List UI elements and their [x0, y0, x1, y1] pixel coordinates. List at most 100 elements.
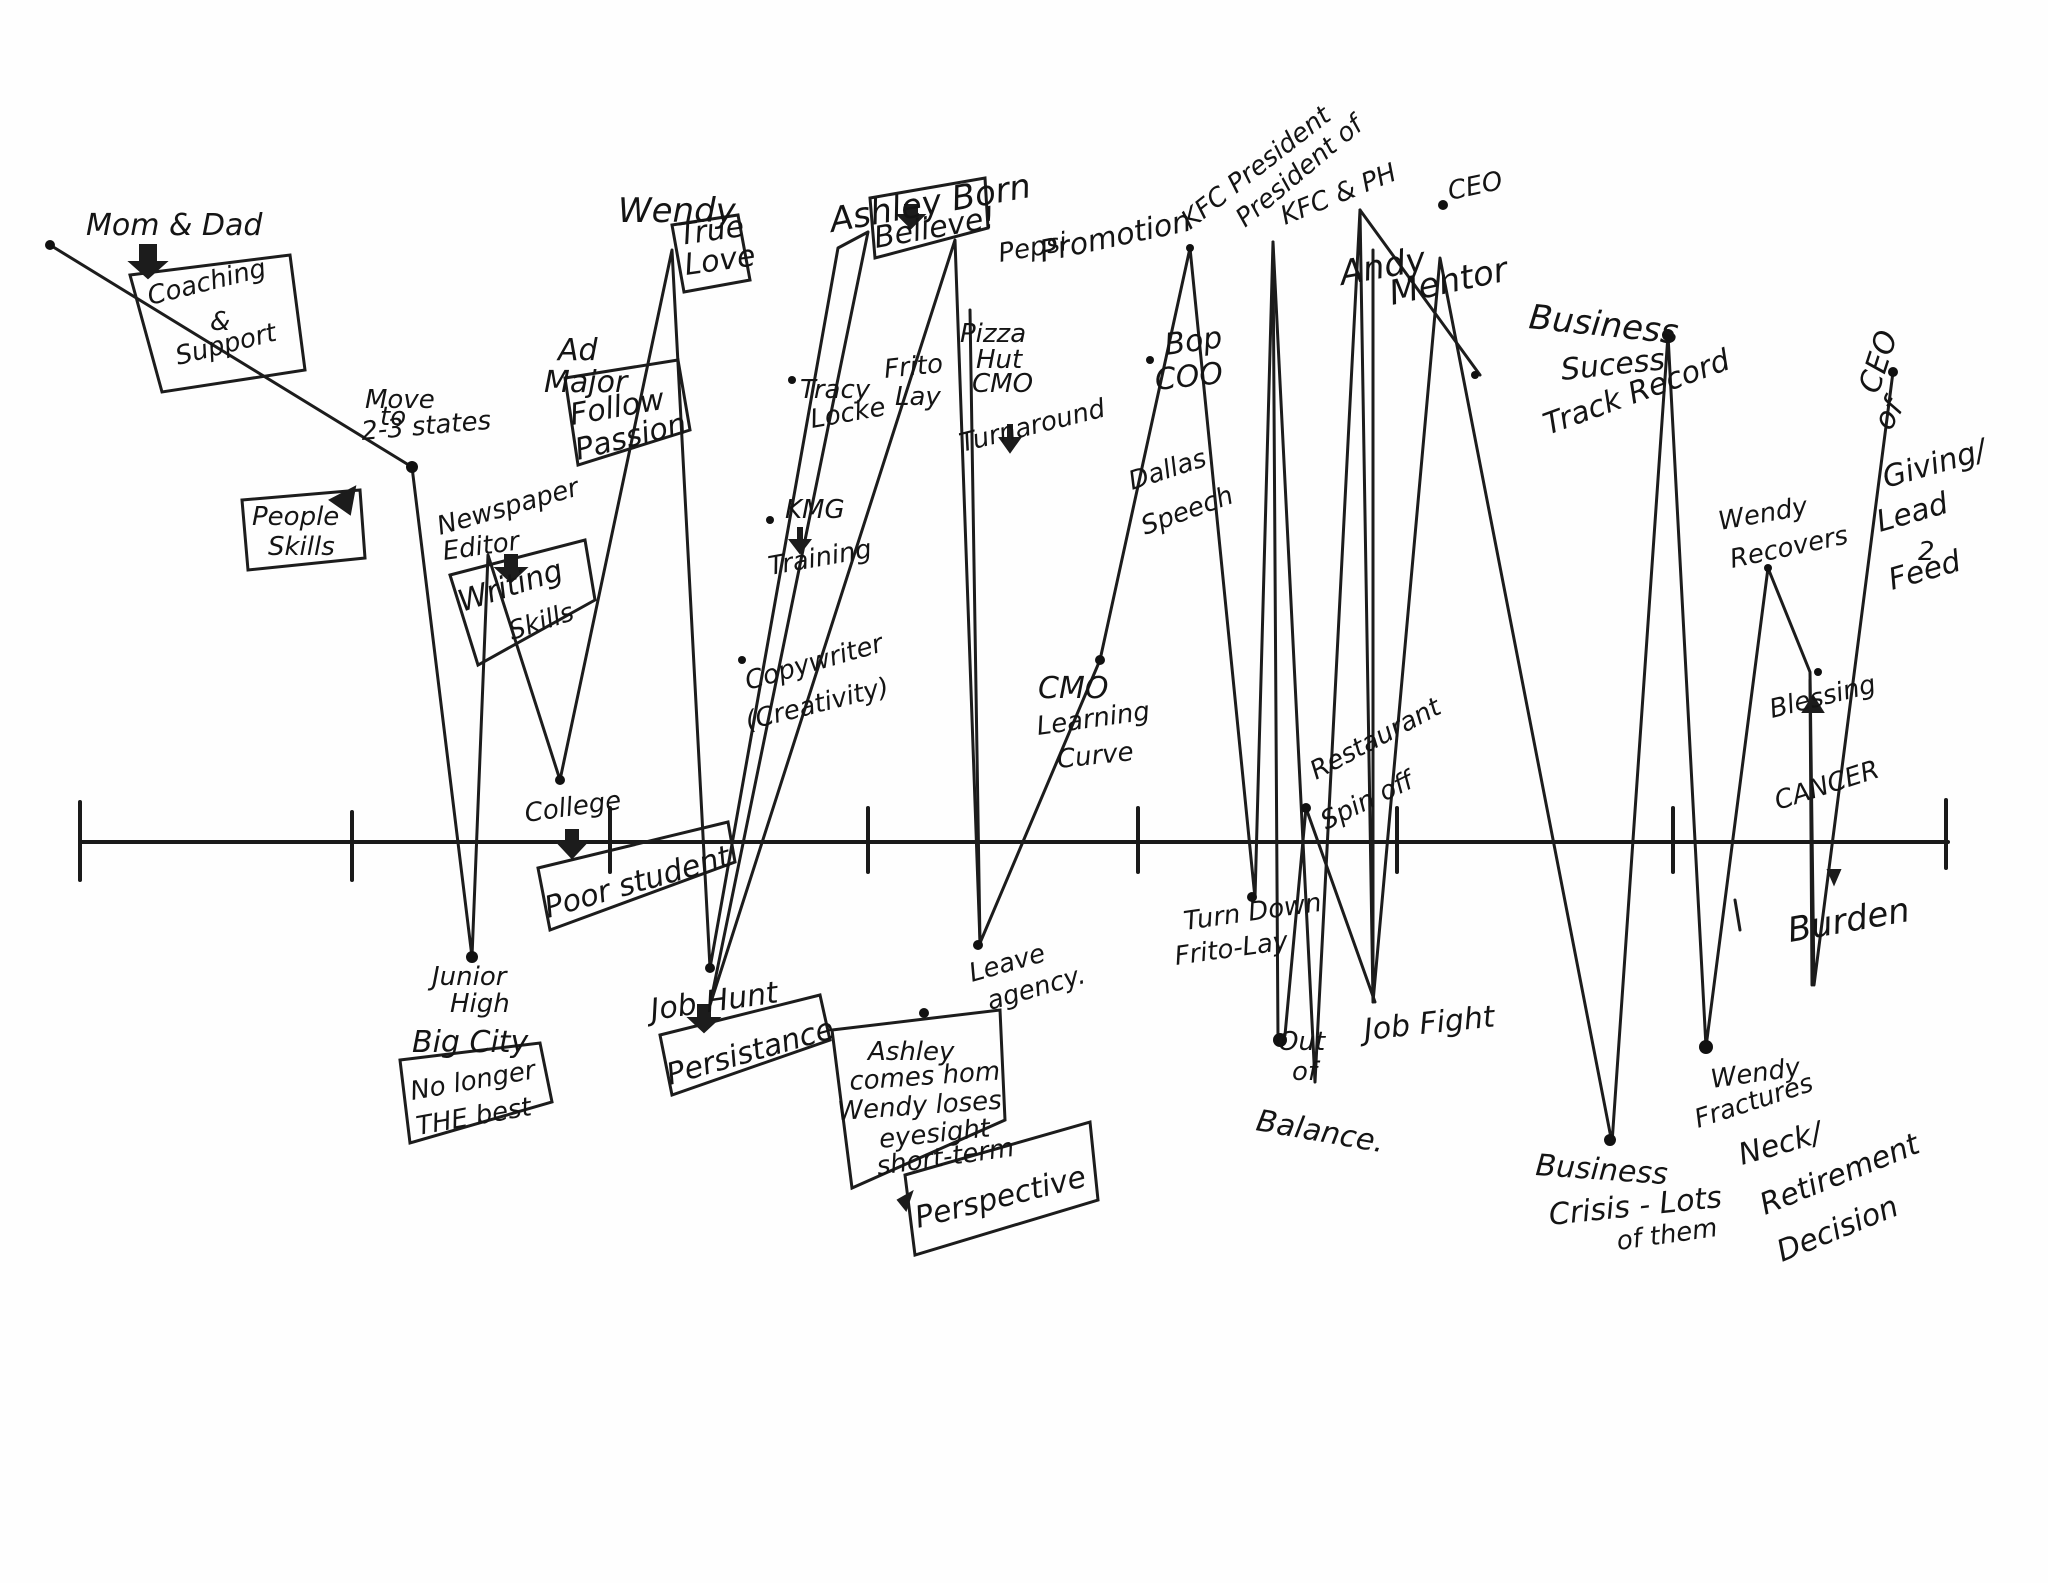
- label-pizza: Pizza: [960, 319, 1026, 349]
- event-dot: [705, 963, 715, 973]
- arrow-down-icon: [896, 1189, 914, 1213]
- box-no-longer-best: [398, 1041, 554, 1145]
- label-burden: Burden: [1785, 890, 1913, 951]
- connector-line: [1271, 240, 1280, 1042]
- label-wendy: Wendy: [618, 191, 737, 231]
- box-perspective: [903, 1120, 1100, 1257]
- arrows: [127, 204, 1842, 1213]
- event-dot: [738, 656, 746, 664]
- label-ceo: CEO: [1445, 166, 1505, 207]
- label-ashley-comes: Ashley: [866, 1037, 955, 1067]
- timeline-ticks: [78, 798, 1948, 882]
- arrow-left-icon: [328, 485, 357, 516]
- label-dallas: Dallas: [1125, 443, 1210, 496]
- box-coaching-support: [128, 253, 307, 394]
- event-dot: [766, 516, 774, 524]
- arrow-up-icon: [1801, 694, 1825, 713]
- arrow-down-icon: [787, 527, 813, 555]
- label-frito: Frito: [883, 349, 945, 385]
- event-dot: [466, 951, 478, 963]
- label-job-fight: Job Fight: [1357, 999, 1497, 1048]
- event-dot: [1301, 803, 1311, 813]
- label-curve: Curve: [1056, 737, 1135, 775]
- label-feed: Feed: [1885, 544, 1966, 598]
- event-dot: [1888, 367, 1898, 377]
- label-restaurant: Restaurant: [1305, 692, 1447, 786]
- label-hut: Hut: [976, 345, 1023, 375]
- label-out: Out: [1278, 1027, 1326, 1057]
- label-cmo: CMO: [972, 369, 1033, 399]
- arrow-down-icon: [686, 1004, 722, 1034]
- label-blessing: Blessing: [1766, 669, 1878, 724]
- label-major: Major: [544, 365, 629, 400]
- event-dot: [1764, 564, 1772, 572]
- label-to: to: [380, 402, 406, 432]
- label-cancer: CANCER: [1771, 755, 1883, 817]
- connector-line: [1808, 678, 1814, 987]
- event-dot: [1146, 356, 1154, 364]
- label-training: Training: [766, 534, 874, 582]
- event-dot: [1186, 244, 1194, 252]
- connector-line: [1304, 806, 1377, 1004]
- label-promotion: Promotion: [1036, 204, 1194, 270]
- box-persistance: [658, 993, 832, 1097]
- label-amp: &: [210, 307, 230, 337]
- label-ceo-of: CEO: [1852, 326, 1905, 397]
- connector-line: [1283, 806, 1308, 1037]
- box-true-love: [670, 213, 752, 294]
- label-writing-skills: Skills: [505, 597, 578, 646]
- label-coo: COO: [1153, 356, 1224, 398]
- label-persistance: Persistance: [663, 1011, 839, 1092]
- connector-line: [1733, 898, 1742, 932]
- label-giving: Giving/: [1879, 432, 1993, 496]
- label-lead: Lead: [1873, 486, 1953, 540]
- label-cmo2: CMO: [1038, 671, 1108, 706]
- box-follow-passion: [563, 358, 692, 467]
- event-dot: [1814, 668, 1822, 676]
- event-dot: [1604, 1134, 1616, 1146]
- arrow-down-icon: [493, 554, 529, 584]
- event-dot: [555, 775, 565, 785]
- event-dot: [1471, 371, 1479, 379]
- box-writing-skills: [448, 538, 597, 668]
- label-business-crisis: Business: [1534, 1148, 1668, 1192]
- connector-line: [968, 308, 982, 945]
- label-kmg: KMG: [785, 495, 845, 525]
- box-believe: [868, 176, 990, 260]
- arrow-down-icon: [998, 424, 1022, 454]
- event-dot: [1273, 1033, 1287, 1047]
- label-big-city: Big City: [412, 1025, 530, 1060]
- event-dot: [45, 240, 55, 250]
- arrow-down-icon: [554, 829, 590, 860]
- box-people-skills: [240, 488, 367, 572]
- event-dot: [973, 940, 983, 950]
- label-skills: Skills: [268, 532, 335, 562]
- labels: Mom & Dad Coaching & Support Move to 2-3…: [86, 100, 1993, 1269]
- event-dot: [1438, 200, 1448, 210]
- box-ashley-wendy: [830, 1008, 1007, 1191]
- label-people: People: [252, 502, 339, 532]
- event-dot: [1095, 655, 1105, 665]
- label-ad: Ad: [556, 333, 599, 368]
- connector-line: [1358, 208, 1482, 377]
- label-mom-dad: Mom & Dad: [86, 208, 263, 243]
- label-two: 2: [1918, 537, 1935, 567]
- label-of: of: [1292, 1057, 1321, 1087]
- label-turnaround: Turnaround: [956, 394, 1108, 459]
- event-dot: [1247, 892, 1257, 902]
- label-bop: Bop: [1162, 320, 1224, 363]
- box-poor-student: [536, 820, 737, 933]
- arrow-down-icon: [1826, 869, 1842, 887]
- lesson-boxes: [128, 176, 1100, 1257]
- event-dot: [406, 461, 418, 473]
- event-dot: [1662, 329, 1674, 341]
- label-junior: Junior: [427, 962, 509, 992]
- label-move: Move: [365, 385, 435, 415]
- label-tracy: Tracy: [800, 375, 871, 405]
- event-dot: [919, 1008, 929, 1018]
- label-balance: Balance.: [1254, 1103, 1387, 1160]
- event-dots: [45, 200, 1898, 1146]
- arrow-down-icon: [895, 204, 927, 230]
